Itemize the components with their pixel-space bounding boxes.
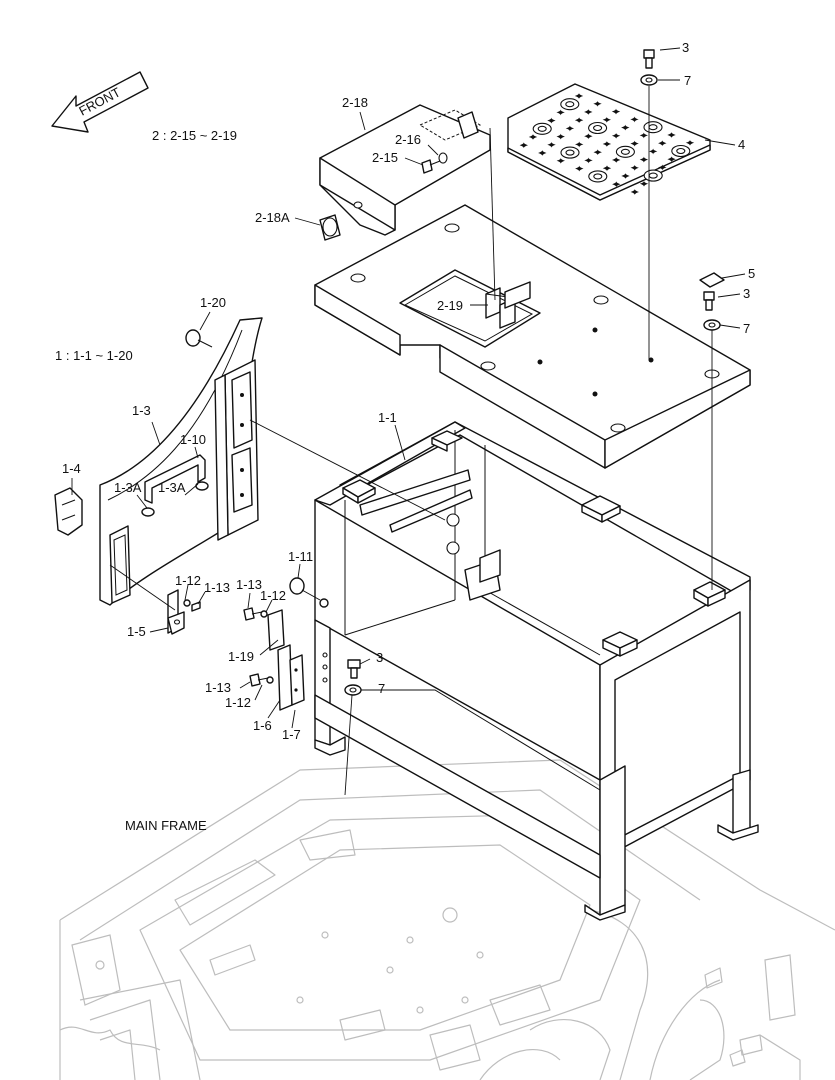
callout-1-10: 1-10 xyxy=(180,432,206,447)
tread-star xyxy=(538,150,547,156)
callout-1-7: 1-7 xyxy=(282,727,301,742)
leader-lines xyxy=(71,47,746,796)
callout-1-6: 1-6 xyxy=(253,718,272,733)
callout-4: 4 xyxy=(738,137,745,152)
tread-star xyxy=(630,140,639,147)
tread-hole-inner xyxy=(593,173,603,180)
tread-star xyxy=(658,140,667,147)
tread-star xyxy=(639,132,648,139)
callout-1-12-c: 1-12 xyxy=(225,695,251,710)
callout-1-20: 1-20 xyxy=(200,295,226,310)
low-bolt xyxy=(344,659,362,696)
latch-brackets xyxy=(167,577,329,711)
tread-hole-inner xyxy=(676,147,686,155)
callout-2-18A: 2-18A xyxy=(255,210,290,225)
callout-1-5: 1-5 xyxy=(127,624,146,639)
callout-1-13-c: 1-13 xyxy=(205,680,231,695)
door-panel xyxy=(54,317,263,606)
callout-7-low: 7 xyxy=(378,681,385,696)
callout-1-13-b: 1-13 xyxy=(236,577,262,592)
tread-star xyxy=(547,117,556,124)
tread-hole-inner xyxy=(537,125,547,132)
tread-star xyxy=(565,125,575,132)
callout-3-low: 3 xyxy=(376,650,383,665)
tread-star xyxy=(574,117,584,124)
callout-2-19: 2-19 xyxy=(437,298,463,313)
tread-star xyxy=(639,180,649,187)
tread-star xyxy=(593,149,602,156)
main-frame-label: MAIN FRAME xyxy=(125,818,207,833)
callout-2-16: 2-16 xyxy=(395,132,421,147)
callout-3-mid: 3 xyxy=(743,286,750,301)
tread-star xyxy=(630,116,639,123)
tread-star xyxy=(611,132,621,139)
tread-star xyxy=(658,164,667,171)
tread-star xyxy=(519,142,528,149)
callout-2-18: 2-18 xyxy=(342,95,368,110)
callout-1-12-a: 1-12 xyxy=(175,573,201,588)
tread-star xyxy=(556,133,565,140)
tread-star xyxy=(667,156,676,163)
tread-plate xyxy=(507,83,711,201)
tread-star xyxy=(667,132,676,138)
group-1-range: 1 : 1-1 ~ 1-20 xyxy=(55,348,133,363)
tread-star xyxy=(575,141,584,148)
tread-star xyxy=(612,181,621,188)
tread-hole-inner xyxy=(648,124,658,131)
tread-star xyxy=(547,141,556,148)
callout-7-mid: 7 xyxy=(743,321,750,336)
tread-star xyxy=(621,124,630,131)
tread-hole-inner xyxy=(620,148,630,155)
top-bolt xyxy=(640,49,658,86)
tread-star xyxy=(602,141,612,147)
callout-7-top: 7 xyxy=(684,73,691,88)
callout-5: 5 xyxy=(748,266,755,281)
tread-star xyxy=(621,173,630,179)
tread-star xyxy=(648,148,658,155)
tread-star xyxy=(602,116,611,123)
callout-1-3A-b: 1-3A xyxy=(158,480,186,495)
tread-star xyxy=(630,189,639,195)
callout-1-11: 1-11 xyxy=(288,549,313,564)
tread-star xyxy=(528,134,538,140)
tread-star xyxy=(575,165,584,172)
callout-1-13-a: 1-13 xyxy=(204,580,230,595)
tread-star xyxy=(556,109,565,116)
tread-star xyxy=(611,108,621,115)
cover-plate xyxy=(314,204,751,469)
tread-star xyxy=(639,156,649,163)
tread-star xyxy=(685,139,695,146)
tread-hole-inner xyxy=(565,149,575,156)
group-2-range: 2 : 2-15 ~ 2-19 xyxy=(152,128,237,143)
callout-3-top: 3 xyxy=(682,40,689,55)
tread-hole-inner xyxy=(648,172,658,179)
callout-1-1: 1-1 xyxy=(378,410,397,425)
tread-star xyxy=(630,164,639,171)
tread-star xyxy=(584,133,593,140)
tread-star xyxy=(574,93,584,99)
callout-1-3: 1-3 xyxy=(132,403,151,418)
tread-star xyxy=(584,109,593,115)
toolbox-frame xyxy=(314,421,759,921)
front-arrow: FRONT xyxy=(51,71,149,133)
mid-bolt xyxy=(699,272,725,331)
callout-1-19: 1-19 xyxy=(228,649,254,664)
tread-hole-inner xyxy=(593,124,603,132)
tread-star xyxy=(556,157,565,164)
tread-star xyxy=(593,100,602,107)
tread-star xyxy=(602,165,612,172)
callout-1-3A-a: 1-3A xyxy=(114,480,142,495)
tread-star xyxy=(584,157,593,164)
hatch-cover xyxy=(319,104,491,241)
tread-star xyxy=(612,157,621,163)
callout-1-4: 1-4 xyxy=(62,461,81,476)
callout-1-12-b: 1-12 xyxy=(260,588,286,603)
callout-labels: 2 : 2-15 ~ 2-19 1 : 1-1 ~ 1-20 MAIN FRAM… xyxy=(55,40,755,833)
tread-hole-inner xyxy=(565,101,575,108)
main-frame xyxy=(59,759,835,1080)
callout-2-15: 2-15 xyxy=(372,150,398,165)
